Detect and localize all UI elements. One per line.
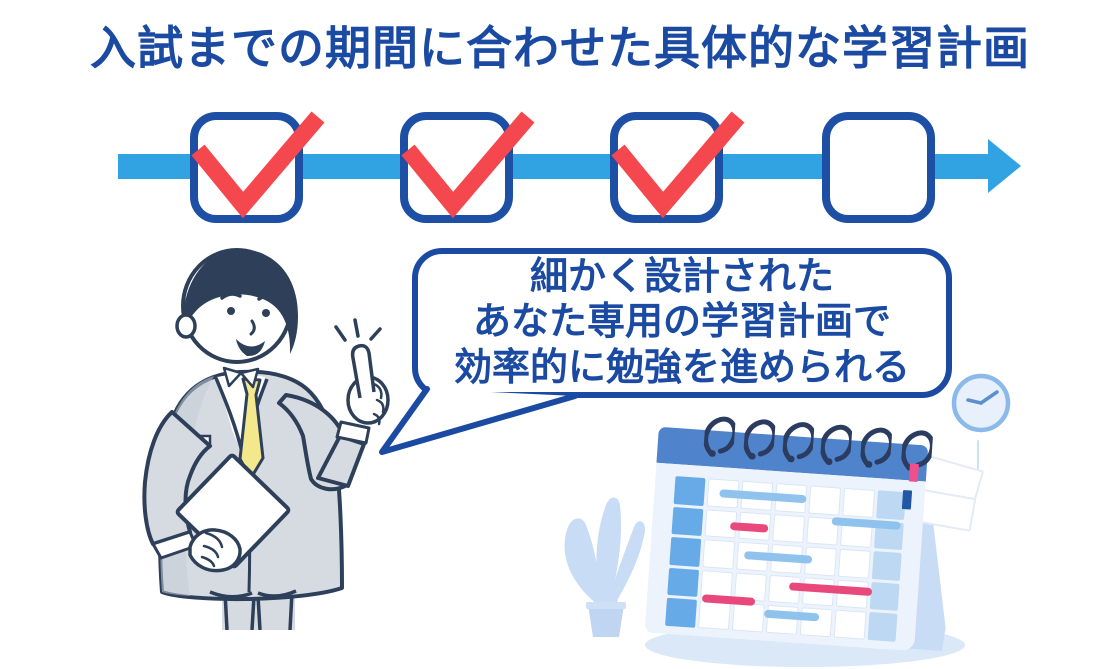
- calendar-cell: [867, 612, 898, 642]
- calendar-cell: [731, 602, 765, 633]
- calendar-cell: [671, 506, 704, 537]
- speech-bubble: 細かく設計された あなた専用の学習計画で 効率的に勉強を進められる: [412, 248, 952, 398]
- ring-icon: [743, 419, 778, 460]
- businessman-pointing: [142, 248, 390, 630]
- calendar-cell: [842, 487, 876, 518]
- checkmark-icon: [611, 111, 745, 219]
- potted-plant-icon: [564, 497, 646, 637]
- checkmark-icon: [401, 111, 535, 219]
- emphasis-marks: [334, 318, 382, 342]
- calendar-cell: [869, 581, 900, 612]
- ring-icon: [819, 424, 855, 466]
- calendar-cell: [772, 513, 806, 544]
- bookmark-tab-navy: [901, 490, 913, 510]
- mouth: [236, 339, 265, 357]
- calendar-cell: [673, 476, 706, 506]
- timeline-checkbox-2: [400, 111, 535, 223]
- ear: [175, 313, 197, 339]
- clock-icon: [951, 373, 1011, 433]
- ring-icon: [781, 422, 817, 463]
- index-finger: [350, 343, 376, 399]
- timeline-checkbox-3: [610, 111, 745, 223]
- calendar-cell: [702, 539, 736, 570]
- speech-line: あなた専用の学習計画で: [472, 301, 891, 344]
- calendar-cell: [833, 609, 867, 640]
- ring-icon: [703, 416, 738, 458]
- desk-calendar-icon: [644, 411, 985, 651]
- calendar-cell: [669, 537, 702, 567]
- speech-line: 効率的に勉強を進められる: [453, 346, 910, 389]
- bookmark-tab-pink: [908, 463, 919, 483]
- right-arrow-icon: [988, 139, 1021, 193]
- page-title: 入試までの期間に合わせた具体的な学習計画: [90, 22, 1030, 74]
- calendar-cell: [667, 567, 700, 598]
- calendar-cell: [665, 598, 697, 628]
- speech-bubble-tail: [379, 386, 578, 455]
- speech-line: 細かく設計された: [529, 255, 834, 298]
- plant-pot: [588, 605, 624, 637]
- hair: [182, 248, 298, 354]
- calendar-cell: [871, 551, 902, 581]
- ring-icon: [859, 427, 894, 469]
- spiral-binding-icon: [688, 413, 935, 471]
- pointing-hand: [277, 318, 390, 492]
- timeline-checkbox-1: [190, 111, 325, 223]
- face: [175, 248, 298, 364]
- necktie: [238, 377, 265, 480]
- calendar-cell: [808, 485, 842, 516]
- calendar-cell: [837, 548, 871, 579]
- calendar-cell: [698, 600, 731, 631]
- sparkle-line: [977, 440, 979, 470]
- timeline-checkbox-4: [822, 112, 935, 223]
- checkmark-icon: [191, 111, 325, 219]
